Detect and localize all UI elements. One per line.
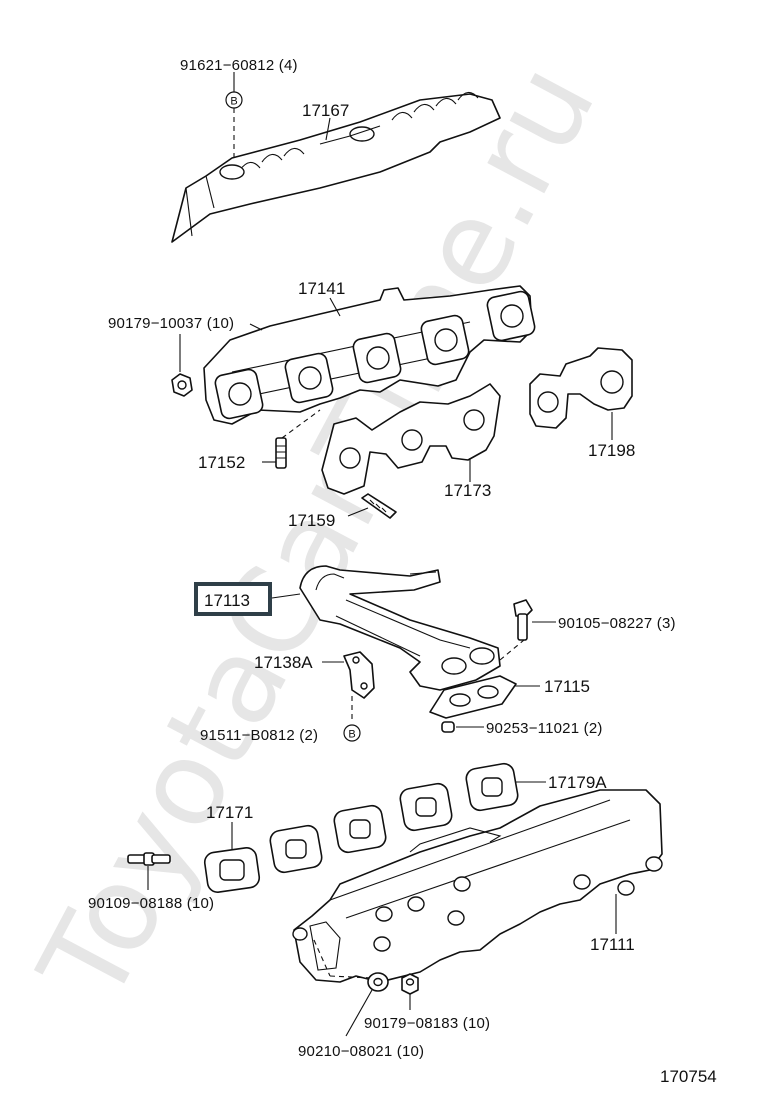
heat-insulator-17167[interactable]: [171, 91, 501, 243]
label-17115: 17115: [544, 677, 590, 696]
stud-17159[interactable]: [361, 493, 397, 519]
gasket-17198[interactable]: [529, 347, 633, 429]
highlight-box-17113: [194, 582, 272, 616]
svg-text:B: B: [230, 96, 237, 108]
label-90109-08188: 90109−08188 (10): [88, 895, 214, 912]
label-17141: 17141: [298, 279, 345, 298]
bolt-90105-08227[interactable]: [513, 599, 533, 641]
label-90179-10037: 90179−10037 (10): [108, 315, 234, 332]
washer-90210-08021[interactable]: [367, 972, 389, 992]
nut-90179-08183[interactable]: [401, 973, 419, 995]
label-17159: 17159: [288, 511, 335, 530]
diagram-number: 170754: [660, 1067, 717, 1086]
label-90105-08227: 90105−08227 (3): [558, 615, 676, 632]
label-17113[interactable]: 17113: [204, 591, 250, 610]
label-17111: 17111: [590, 935, 635, 954]
gasket-17173[interactable]: [321, 383, 501, 495]
label-91621-60812: 91621−60812 (4): [180, 57, 298, 74]
label-17198: 17198: [588, 441, 635, 460]
stud-17152[interactable]: [275, 437, 287, 469]
svg-text:B: B: [348, 729, 355, 741]
label-91511-B0812: 91511−B0812 (2): [200, 727, 318, 744]
marker-b-top: B: [225, 91, 243, 109]
label-90179-08183: 90179−08183 (10): [364, 1015, 490, 1032]
label-17173: 17173: [444, 481, 491, 500]
label-17179A: 17179A: [548, 773, 607, 792]
stud-90109-08188[interactable]: [127, 852, 171, 866]
gasket-17171[interactable]: [203, 847, 261, 894]
label-17138A: 17138A: [254, 653, 313, 672]
gasket-17179A[interactable]: [269, 762, 520, 874]
label-17167: 17167: [302, 101, 349, 120]
nut-90179-10037[interactable]: [171, 373, 193, 397]
label-90253-11021: 90253−11021 (2): [486, 720, 603, 737]
label-90210-08021: 90210−08021 (10): [298, 1043, 424, 1060]
label-17171: 17171: [206, 803, 253, 822]
label-17152: 17152: [198, 453, 245, 472]
bracket-17138A[interactable]: [343, 651, 375, 699]
exhaust-pipe-17113[interactable]: [299, 565, 501, 691]
plug-90253-11021[interactable]: [441, 721, 455, 733]
exhaust-manifold-17141[interactable]: [203, 285, 536, 425]
marker-b-bottom: B: [343, 724, 361, 742]
gasket-17115[interactable]: [429, 675, 517, 719]
